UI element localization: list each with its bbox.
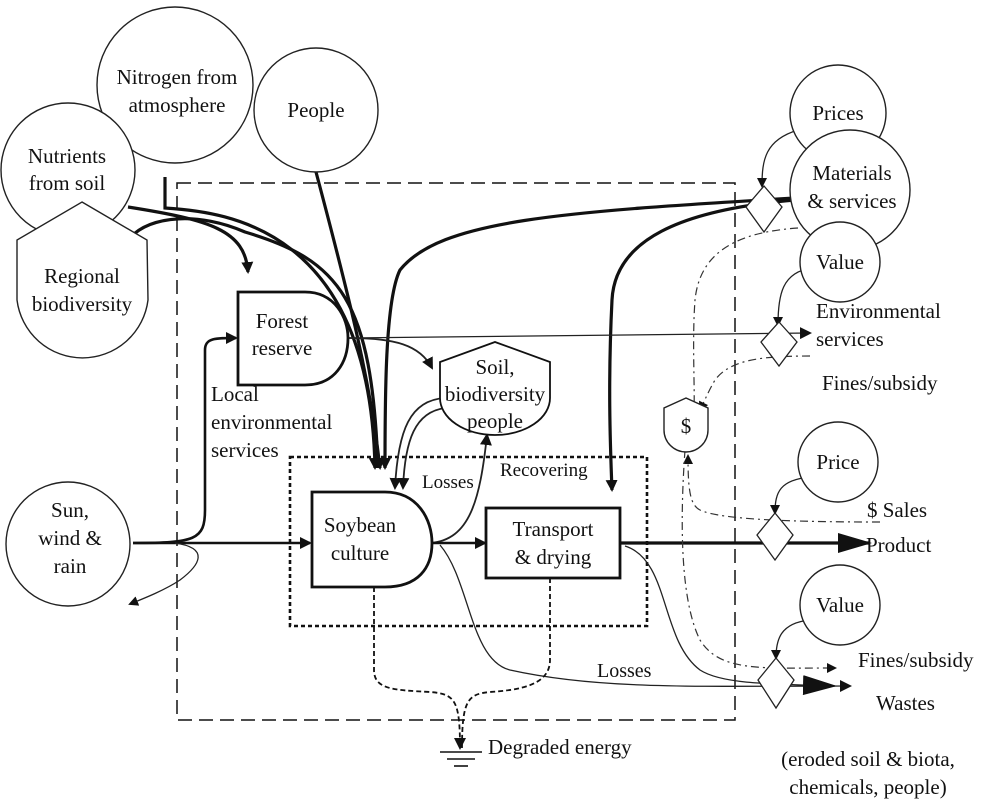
heat-sink-icon: [440, 751, 482, 767]
flow-people: [314, 171, 385, 470]
prices-label: Prices: [812, 101, 863, 125]
soil-label-2: biodiversity: [445, 382, 546, 406]
flow-soil-soybean-2: [397, 407, 446, 490]
money-materials: [693, 227, 799, 411]
fines-subsidy-label-2: Fines/subsidy: [858, 648, 974, 672]
people-label: People: [287, 98, 344, 122]
product-label: Product: [866, 533, 931, 557]
wastes-note-1: (eroded soil & biota,: [781, 747, 955, 771]
losses-inner-label: Losses: [422, 472, 474, 493]
nitrogen-label-1: Nitrogen from: [117, 65, 238, 89]
sales-label: $ Sales: [867, 498, 927, 522]
flow-forest-soil: [347, 337, 433, 370]
interaction-wastes: [757, 656, 795, 710]
forest-label-1: Forest: [256, 309, 309, 333]
biodiversity-label-2: biodiversity: [32, 292, 133, 316]
interaction-env: [760, 321, 798, 368]
degraded-energy-label: Degraded energy: [488, 735, 632, 759]
nutrients-label-1: Nutrients: [28, 144, 106, 168]
flow-degraded-transport: [461, 578, 551, 749]
flow-materials-transport: [605, 198, 796, 492]
prices-arrow: [757, 129, 799, 188]
fines-subsidy-label-1: Fines/subsidy: [822, 371, 938, 395]
losses-bottom-label: Losses: [597, 660, 652, 682]
wastes-label: Wastes: [876, 691, 935, 715]
flow-biodiversity: [128, 217, 380, 469]
source-price: Price: [797, 421, 879, 503]
flow-soil-soybean: [389, 397, 446, 490]
producer-transport: Transport & drying: [484, 506, 622, 580]
flow-nutrients: [127, 205, 254, 274]
producer-soybean: Soybean culture: [310, 490, 434, 589]
sun-label-2: wind &: [38, 526, 102, 550]
flow-materials-soybean: [379, 196, 796, 470]
nitrogen-label-2: atmosphere: [129, 93, 226, 117]
system-boundary: [176, 182, 736, 721]
source-nitrogen: Nitrogen from atmosphere: [96, 6, 254, 164]
local-env-label-2: environmental: [211, 410, 332, 434]
env-services-label-2: services: [816, 327, 884, 351]
materials-label-2: & services: [807, 189, 896, 213]
soybean-label-2: culture: [331, 541, 389, 565]
source-people: People: [253, 47, 379, 173]
flow-sun-forest: [132, 332, 238, 545]
producer-forest: Forest reserve: [236, 290, 350, 387]
source-value-bottom: Value: [799, 564, 881, 646]
value-bottom-label: Value: [816, 593, 864, 617]
money-env: [699, 355, 811, 412]
forest-label-2: reserve: [252, 336, 313, 360]
env-services-label-1: Environmental: [816, 299, 941, 323]
soil-label-3: people: [467, 409, 523, 433]
biodiversity-label-1: Regional: [44, 264, 120, 288]
soybean-label-1: Soybean: [324, 513, 397, 537]
source-biodiversity: Regional biodiversity: [16, 201, 149, 359]
transport-label-1: Transport: [513, 517, 594, 541]
value-top-label: Value: [816, 250, 864, 274]
wastes-note-2: chemicals, people): [789, 775, 946, 799]
source-sun: Sun, wind & rain: [5, 481, 131, 607]
local-env-label-3: services: [211, 438, 279, 462]
flow-losses-soybean: [439, 544, 852, 693]
source-materials: Materials & services: [789, 129, 911, 251]
source-value-top: Value: [799, 221, 881, 303]
sun-label-1: Sun,: [51, 498, 89, 522]
money-sales: [683, 454, 881, 523]
flow-forest-env: [347, 327, 812, 340]
storage-money: $: [663, 397, 709, 453]
flow-sun-degraded: [128, 542, 199, 606]
money-label: $: [681, 414, 692, 438]
price-label: Price: [816, 450, 859, 474]
transport-label-2: & drying: [515, 545, 592, 569]
sun-label-3: rain: [54, 554, 87, 578]
materials-label-1: Materials: [812, 161, 891, 185]
local-env-label-1: Local: [211, 382, 259, 406]
interaction-materials: [745, 185, 783, 234]
flow-degraded-soybean: [373, 587, 466, 750]
flow-soybean-soil: [429, 433, 492, 544]
interaction-sales: [756, 511, 794, 562]
nutrients-label-2: from soil: [29, 171, 106, 195]
recovering-label: Recovering: [500, 460, 588, 481]
soil-label-1: Soil,: [475, 355, 514, 379]
value-bottom-arrow: [771, 619, 811, 660]
storage-soil: Soil, biodiversity people: [439, 341, 551, 436]
